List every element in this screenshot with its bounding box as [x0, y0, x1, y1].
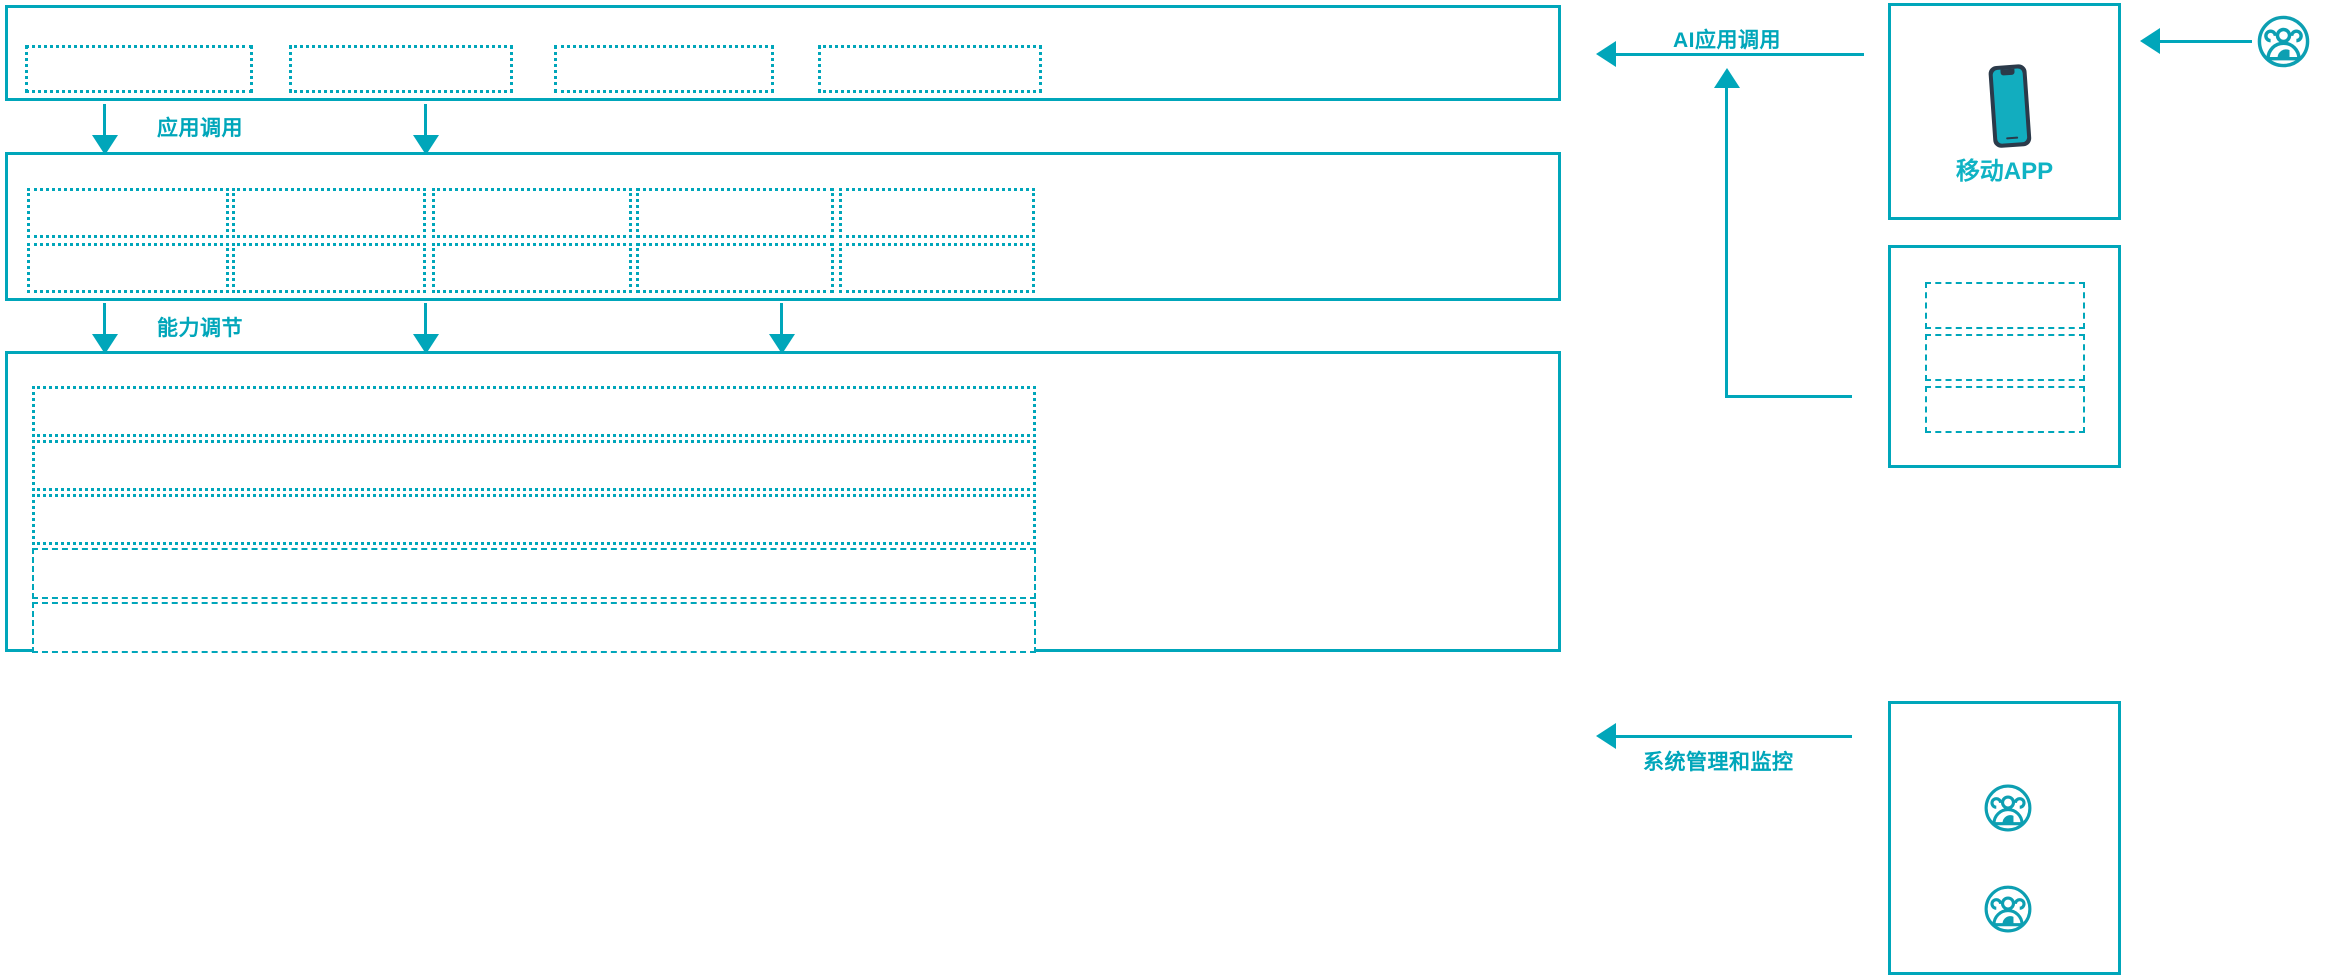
capability-adjust-connector-3 [780, 303, 783, 336]
application-box[interactable] [25, 45, 253, 93]
flow-label-ai-app-invoke: AI应用调用 [1673, 29, 1781, 52]
channel-to-ai-arrowhead [1714, 68, 1740, 88]
capability-adjust-arrowhead-1 [92, 334, 118, 354]
infrastructure-row[interactable] [32, 602, 1036, 653]
application-box[interactable] [554, 45, 774, 93]
smartphone-icon [1987, 62, 2035, 152]
channel-to-ai-leg [1725, 395, 1852, 398]
capability-box[interactable] [636, 243, 834, 293]
infrastructure-layer-panel[interactable] [5, 351, 1561, 653]
capability-adjust-arrowhead-2 [413, 334, 439, 354]
app-invoke-connector-left [103, 104, 106, 137]
flow-label-system-manage-monitor: 系统管理和监控 [1643, 751, 1794, 774]
infrastructure-row[interactable] [32, 440, 1036, 491]
channel-box[interactable] [1925, 334, 2085, 381]
flow-label-capability-adjust: 能力调节 [157, 317, 243, 340]
infrastructure-row[interactable] [32, 386, 1036, 437]
system-manage-line [1616, 735, 1852, 738]
users-circle-icon [1983, 884, 2033, 934]
capability-box[interactable] [432, 243, 632, 293]
channel-card[interactable] [1888, 245, 2121, 468]
ai-app-invoke-line [1616, 53, 1864, 56]
mobile-app-card[interactable]: 移动APP [1888, 3, 2121, 220]
infrastructure-row[interactable] [32, 548, 1036, 599]
app-invoke-connector-right [424, 104, 427, 137]
app-invoke-arrowhead-left [92, 135, 118, 155]
app-invoke-arrowhead-right [413, 135, 439, 155]
application-box[interactable] [818, 45, 1042, 93]
capability-adjust-arrowhead-3 [769, 334, 795, 354]
capability-box[interactable] [839, 243, 1035, 293]
capability-box[interactable] [27, 243, 229, 293]
users-circle-icon [2256, 14, 2311, 69]
capability-box[interactable] [232, 243, 426, 293]
infrastructure-row[interactable] [32, 494, 1036, 545]
channel-box[interactable] [1925, 282, 2085, 329]
channel-to-ai-riser [1725, 88, 1728, 398]
end-user-to-app-arrowhead [2140, 28, 2160, 54]
capability-box[interactable] [636, 188, 834, 238]
capability-adjust-connector-1 [103, 303, 106, 336]
capability-adjust-connector-2 [424, 303, 427, 336]
flow-label-app-invoke: 应用调用 [157, 117, 243, 140]
application-layer-panel[interactable] [5, 5, 1561, 101]
capability-box[interactable] [432, 188, 632, 238]
operations-card[interactable] [1888, 701, 2121, 975]
channel-box[interactable] [1925, 386, 2085, 433]
mobile-app-card-label: 移动APP [1955, 158, 2054, 185]
users-circle-icon [1983, 783, 2033, 833]
capability-box[interactable] [27, 188, 229, 238]
capability-box[interactable] [232, 188, 426, 238]
system-manage-arrowhead [1596, 723, 1616, 749]
capability-box[interactable] [839, 188, 1035, 238]
capability-layer-panel[interactable] [5, 152, 1561, 301]
ai-app-invoke-arrowhead [1596, 41, 1616, 67]
end-user-to-app-line [2160, 40, 2252, 43]
application-box[interactable] [289, 45, 513, 93]
